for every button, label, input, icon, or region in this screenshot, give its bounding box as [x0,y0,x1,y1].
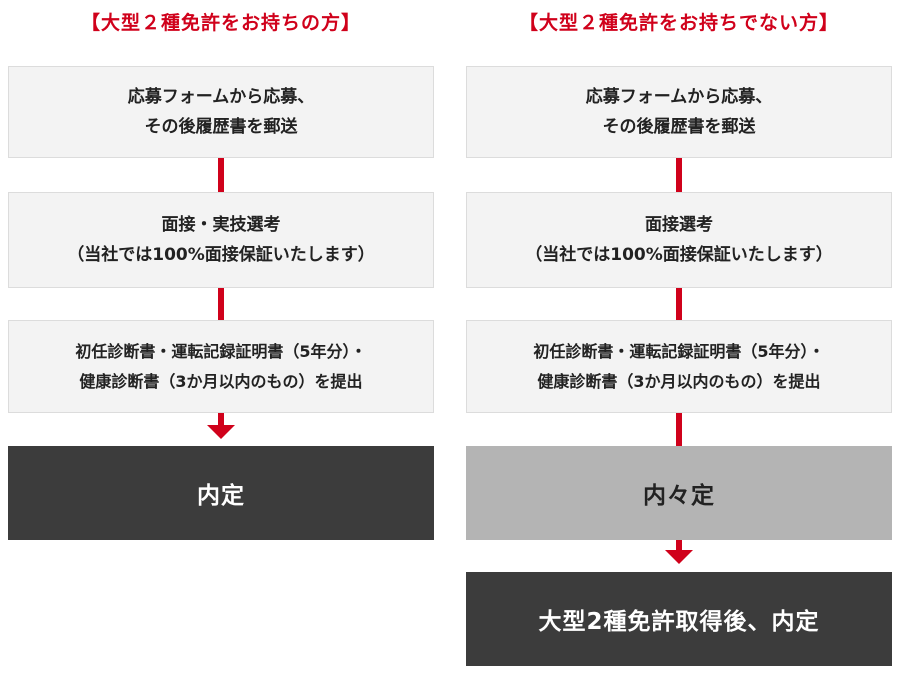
step-text-line: 面接・実技選考 [161,215,281,235]
arrow-down-icon [207,425,235,439]
step-text-line: 応募フォームから応募、 [127,87,315,107]
step-application: 応募フォームから応募、 その後履歴書を郵送 [466,66,892,158]
step-text-line: その後履歴書を郵送 [602,117,756,137]
step-documents: 初任診断書・運転記録証明書（5年分）・ 健康診断書（3か月以内のもの）を提出 [8,320,434,413]
step-text-line: 初任診断書・運転記録証明書（5年分）・ [533,341,825,361]
step-text-line: （当社では100%面接保証いたします） [67,245,375,265]
result-provisional-offer: 内々定 [466,446,892,540]
flow-connector [218,288,224,320]
step-text-line: 健康診断書（3か月以内のもの）を提出 [537,371,821,391]
flow-connector [676,288,682,320]
flow-connector [676,158,682,192]
flow-connector [676,413,682,446]
step-application: 応募フォームから応募、 その後履歴書を郵送 [8,66,434,158]
flow-connector [218,158,224,192]
column-heading: 【大型２種免許をお持ちでない方】 [518,12,839,34]
arrow-down-icon [665,550,693,564]
step-text-line: 面接選考 [645,215,713,235]
step-text-line: 応募フォームから応募、 [585,87,773,107]
step-text-line: 初任診断書・運転記録証明書（5年分）・ [75,341,367,361]
step-text-line: （当社では100%面接保証いたします） [525,245,833,265]
step-interview: 面接選考 （当社では100%面接保証いたします） [466,192,892,288]
result-offer-after-license: 大型2種免許取得後、内定 [466,572,892,666]
result-offer: 内定 [8,446,434,540]
step-documents: 初任診断書・運転記録証明書（5年分）・ 健康診断書（3か月以内のもの）を提出 [466,320,892,413]
flow-connector [676,540,682,551]
column-heading: 【大型２種免許をお持ちの方】 [80,12,361,34]
step-text-line: その後履歴書を郵送 [144,117,298,137]
step-text-line: 健康診断書（3か月以内のもの）を提出 [79,371,363,391]
step-interview: 面接・実技選考 （当社では100%面接保証いたします） [8,192,434,288]
flow-connector [218,413,224,426]
